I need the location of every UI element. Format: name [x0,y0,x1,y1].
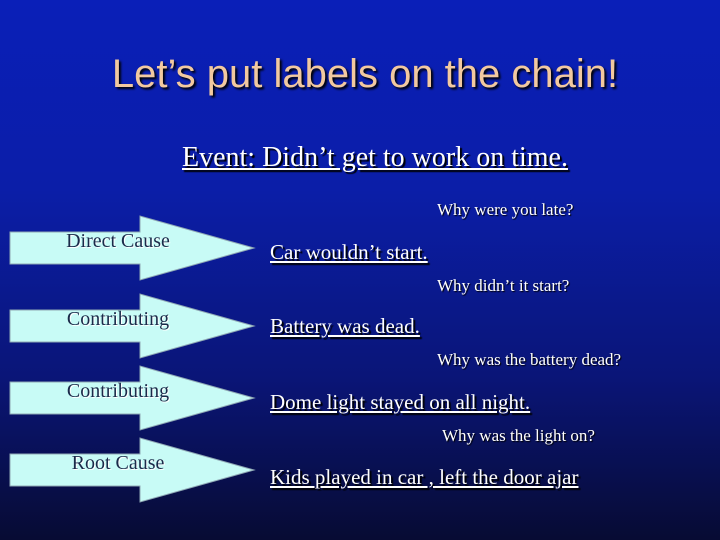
arrow-shape-2 [9,293,256,359]
answer-3: Dome light stayed on all night. [270,390,531,414]
answer-4: Kids played in car , left the door ajar [270,465,579,489]
event-heading: Event: Didn’t get to work on time. [182,142,568,173]
slide-title: Let’s put labels on the chain! [111,52,619,96]
answer-1: Car wouldn’t start. [270,240,428,264]
answer-2: Battery was dead. [270,314,420,338]
cause-arrow-4: Root Cause [8,436,258,504]
cause-arrow-2: Contributing [8,292,258,360]
arrow-shape-4 [9,437,256,503]
cause-label-1: Direct Cause [66,230,170,252]
cause-arrow-1: Direct Cause [8,214,258,282]
question-4: Why was the light on? [442,426,595,445]
question-2: Why didn’t it start? [437,276,570,295]
cause-label-4: Root Cause [71,452,165,474]
cause-arrow-3: Contributing [8,364,258,432]
arrow-shape-1 [9,215,256,281]
arrow-shape-3 [9,365,256,431]
cause-label-3: Contributing [66,380,170,402]
question-1: Why were you late? [437,200,574,219]
cause-label-2: Contributing [66,308,170,330]
question-3: Why was the battery dead? [437,350,622,369]
